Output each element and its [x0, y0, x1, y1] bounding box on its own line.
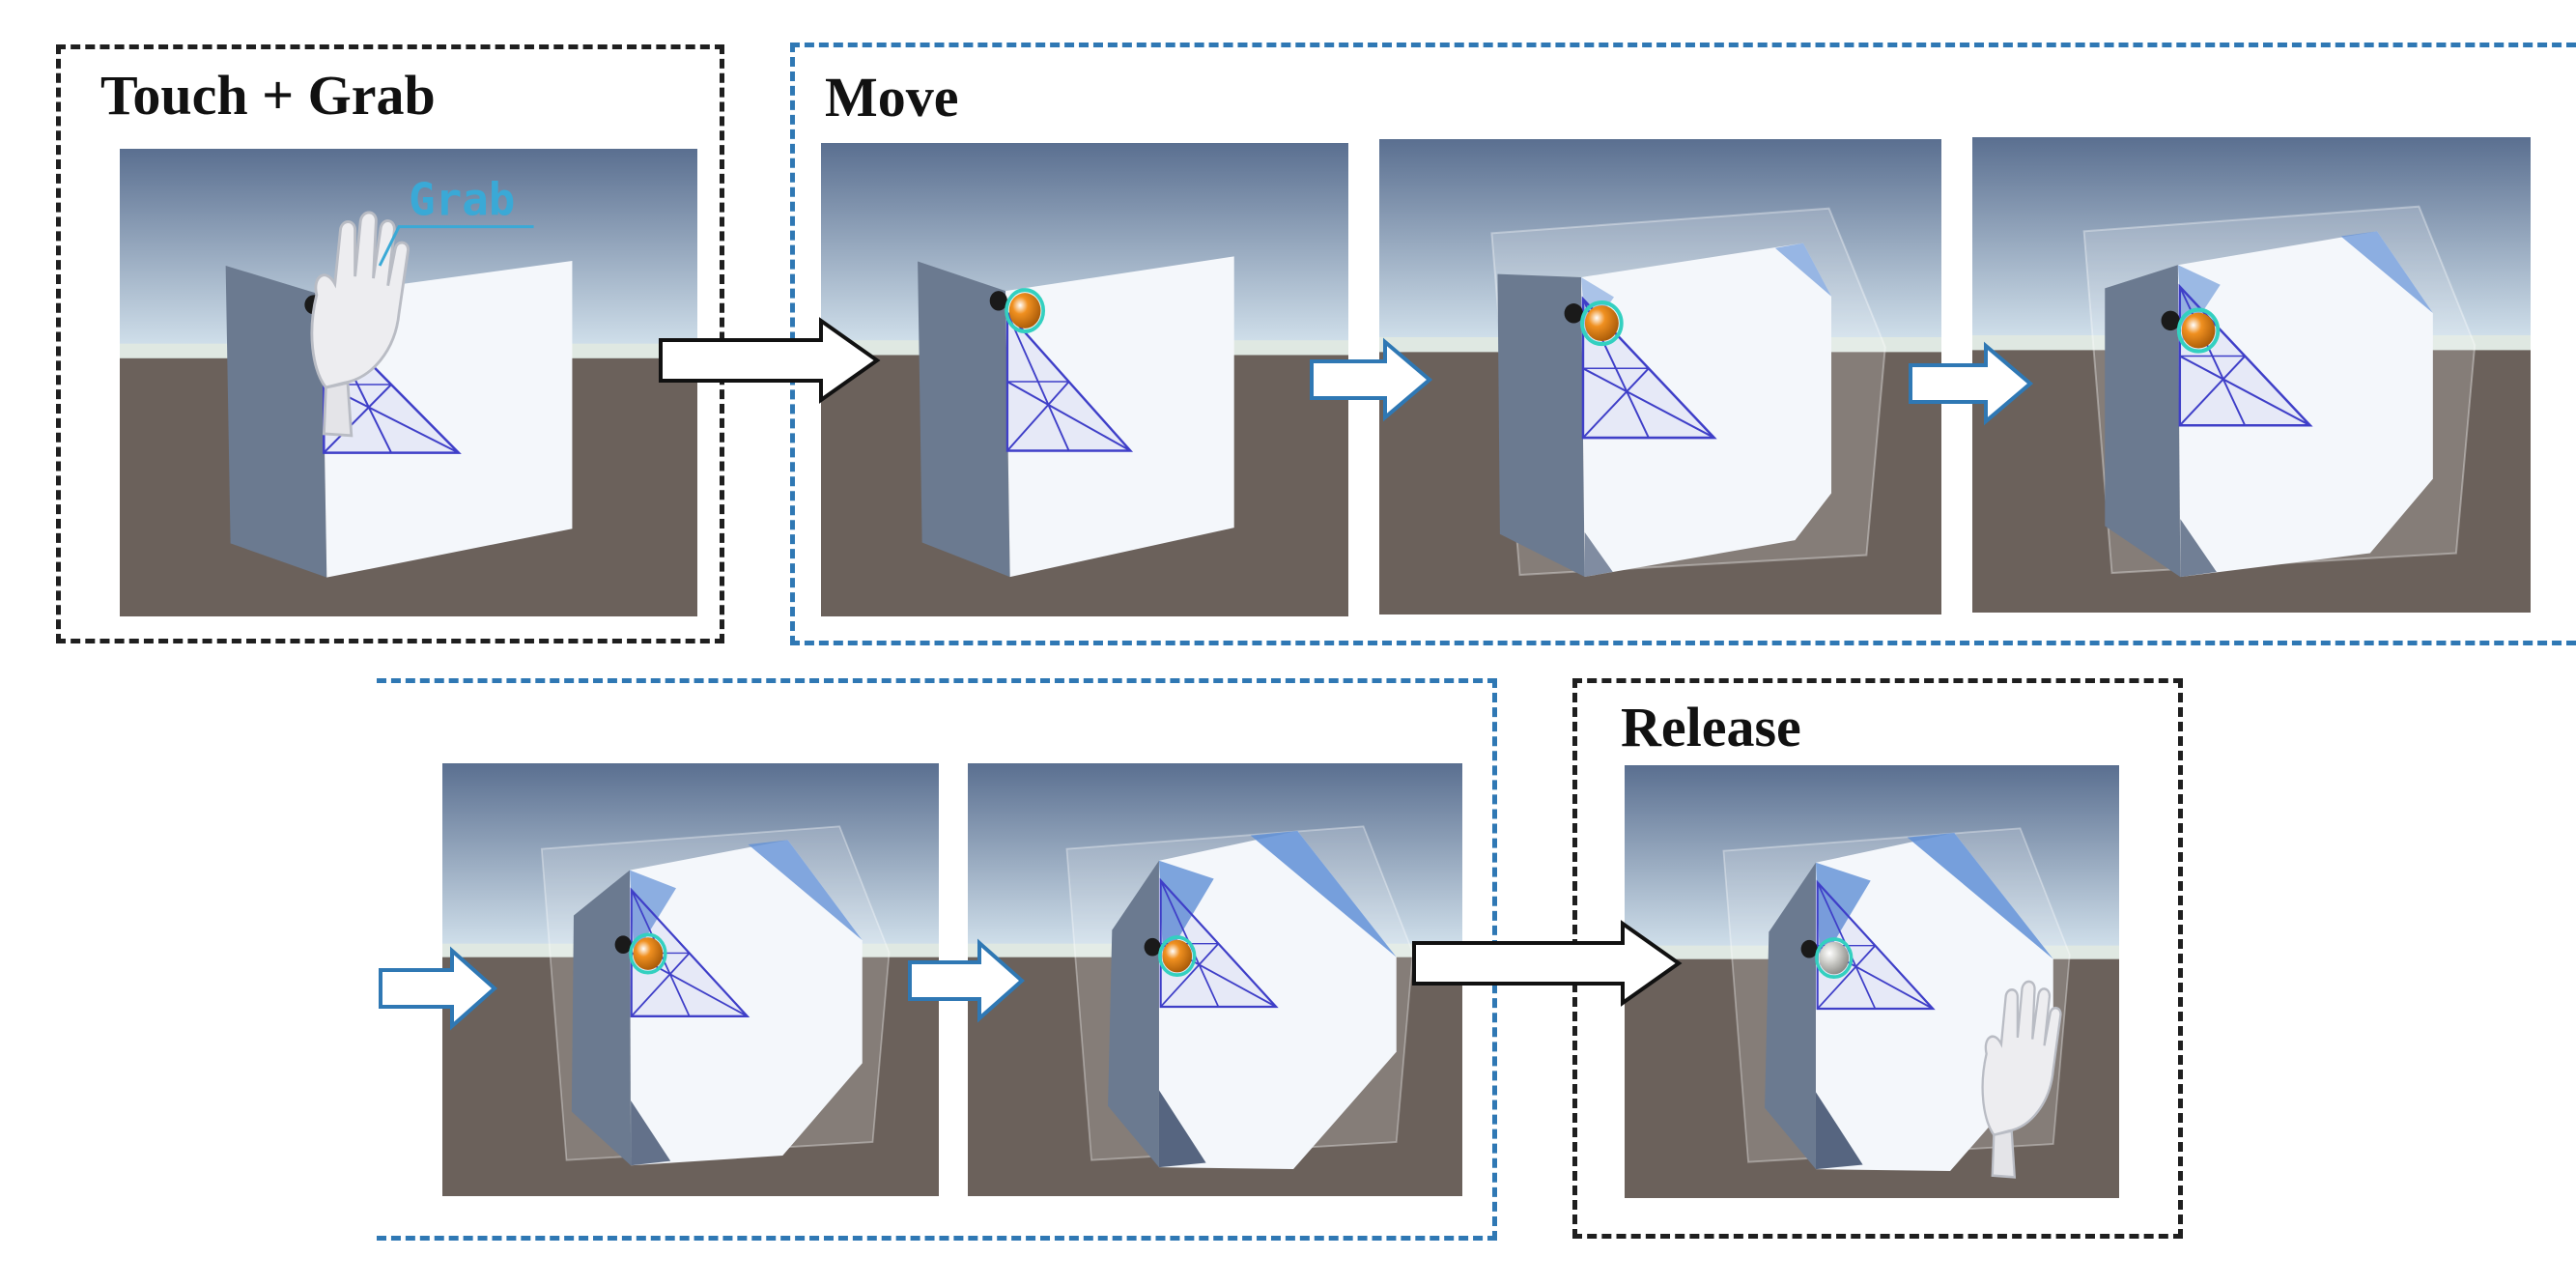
arrow-move-1-to-2 [1310, 337, 1433, 422]
sphere-ring [1158, 935, 1197, 978]
cube-side-face [918, 261, 1010, 578]
cube-front-face [1581, 243, 1832, 578]
scene-panel-move-3 [1972, 137, 2531, 613]
grab-sphere [1584, 305, 1619, 341]
grab-sphere [1008, 293, 1041, 329]
cube-side-face [1497, 273, 1585, 578]
sphere-ring [1580, 300, 1624, 347]
cube-cut-facet-top-right [1250, 831, 1397, 957]
cube-cut-facet-top-right [2340, 231, 2433, 313]
move-label: Move [825, 66, 959, 129]
arrow-move-to-release [1412, 920, 1683, 1007]
grab-annotation: Grab [409, 173, 515, 225]
grab-sphere [633, 937, 664, 970]
contact-point [1144, 937, 1161, 957]
cube-cut-facet-bottom [1584, 531, 1613, 578]
arrow-move-2-to-3 [1909, 341, 2034, 426]
grab-sphere [1162, 939, 1193, 973]
cube-side-face [2105, 265, 2181, 578]
contact-point [989, 291, 1007, 311]
sphere-ring [629, 932, 667, 975]
scene-panel-move-2 [1379, 139, 1941, 614]
arrow-into-move-4 [379, 946, 498, 1031]
cube-cut-facet-bottom [2180, 519, 2217, 578]
contact-point [1800, 939, 1818, 958]
scene-panel-move-5 [968, 763, 1462, 1196]
wireframe-triangle [1581, 296, 1717, 440]
cube-side-face [1765, 862, 1816, 1170]
scene-panel-move-4 [442, 763, 939, 1196]
cube-cut-facet-bottom [631, 1100, 671, 1166]
sphere-ring [2176, 307, 2221, 354]
scene-panel-touch-grab: Grab [120, 149, 697, 616]
wireframe-triangle [1005, 309, 1134, 452]
grab-callout-line [378, 225, 534, 267]
contact-point [614, 935, 632, 955]
arrow-move-4-to-5 [908, 938, 1026, 1023]
cube-cut-facet-bottom [1158, 1090, 1206, 1168]
cube-front-face [1158, 831, 1397, 1169]
cube-cut-facet-top-right [1774, 243, 1832, 297]
wireframe-triangle [1816, 879, 1936, 1011]
cube-front-face [630, 840, 863, 1166]
touch-grab-label: Touch + Grab [100, 64, 436, 127]
contact-point [1564, 303, 1583, 324]
scene-panel-move-1 [821, 143, 1348, 616]
sphere-ring [1815, 937, 1854, 980]
cube-cut-facet-top-right [1907, 833, 2053, 959]
scene-panel-release [1625, 765, 2119, 1198]
contact-point [2161, 310, 2180, 331]
cube-front-face [2177, 231, 2433, 578]
cube-side-face [225, 266, 327, 578]
cube-cut-facet-top-right [748, 840, 863, 941]
hand-icon [1981, 980, 2062, 1179]
arrow-grab-to-move [659, 317, 881, 404]
cube-front-face [1005, 256, 1234, 578]
sphere-ring [1005, 288, 1046, 334]
grab-sphere [2181, 312, 2216, 349]
cube-side-face [1108, 860, 1159, 1168]
release-label: Release [1621, 696, 1801, 758]
cube-cut-facet-bottom [1815, 1092, 1863, 1170]
grab-sphere [1819, 941, 1850, 975]
